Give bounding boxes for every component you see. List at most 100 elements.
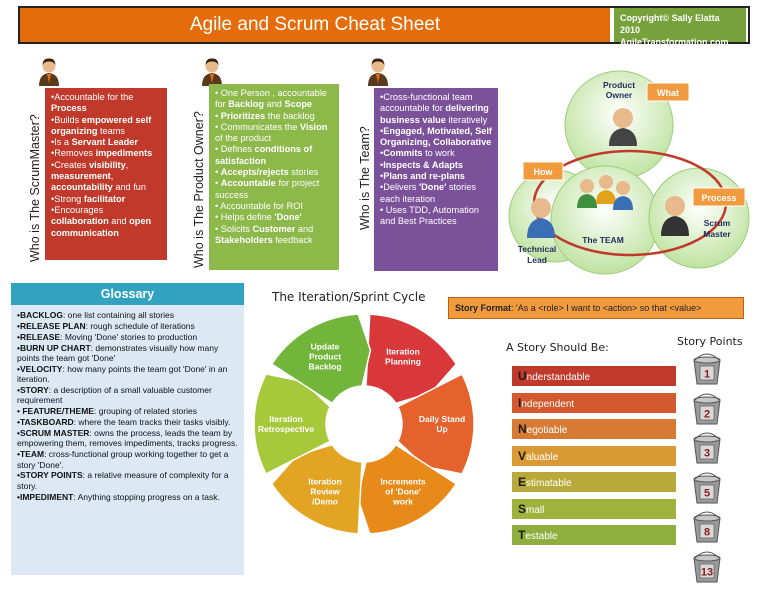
glossary-list: •BACKLOG: one list containing all storie… <box>11 305 244 575</box>
glossary-title: Glossary <box>11 283 244 305</box>
glossary-definition: : owns the process, leads the team by em… <box>17 428 238 449</box>
product-owner-item: • Prioritizes the backlog <box>215 110 315 121</box>
product-owner-person-icon <box>202 58 222 86</box>
venn-team-label: The TEAM <box>582 235 624 245</box>
invest-word: estable <box>525 531 558 542</box>
story-point-value: 1 <box>704 369 710 381</box>
team-item: •Delivers 'Done' stories each iteration <box>380 182 476 204</box>
story-point-value: 13 <box>701 566 713 578</box>
cycle-segment <box>253 373 332 475</box>
team-responsibilities: •Cross-functional team accountable for d… <box>374 88 498 271</box>
product-owner-item: • Accountable for project success <box>215 178 320 200</box>
glossary-entry: •IMPEDIMENT: Anything stopping progress … <box>17 492 238 502</box>
copyright-badge: Copyright© Sally Elatta 2010 AgileTransf… <box>614 8 746 47</box>
glossary-entry: •BACKLOG: one list containing all storie… <box>17 310 238 320</box>
how-tag-label: How <box>534 167 554 177</box>
glossary-definition: : one list containing all stories <box>62 310 174 320</box>
glossary-term: •TASKBOARD <box>17 417 74 428</box>
scrummaster-person-icon <box>39 58 59 86</box>
product-owner-item: • Accountable for ROI <box>215 200 303 211</box>
glossary-entry: •SCRUM MASTER: owns the process, leads t… <box>17 428 238 449</box>
scrummaster-item: •Is a Servant Leader <box>51 137 138 148</box>
cycle-segment <box>396 373 475 475</box>
how-tag <box>522 161 564 181</box>
glossary-entry: •VELOCITY: how many points the team got … <box>17 364 238 385</box>
invest-item: Small <box>512 498 676 519</box>
scrummaster-item: •Accountable for the Process <box>51 92 134 114</box>
technical-lead-figure-icon <box>527 198 555 238</box>
product-owner-figure-icon <box>609 108 637 146</box>
glossary-definition: : cross-functional group working togethe… <box>17 449 229 470</box>
cycle-segment <box>356 443 458 535</box>
cycle-title: The Iteration/Sprint Cycle <box>272 290 426 304</box>
team-item: •Cross-functional team accountable for d… <box>380 92 489 125</box>
glossary-term: •VELOCITY <box>17 363 63 374</box>
venn-scrum-master-line1: Scrum <box>704 218 731 228</box>
scrummaster-item: •Creates visibility, measurement, accoun… <box>51 159 146 193</box>
glossary-definition: : a description of a small valuable cust… <box>17 385 212 406</box>
team-item: •Inspects & Adapts <box>380 159 464 170</box>
invest-letter: S <box>518 501 527 516</box>
what-tag <box>646 82 690 102</box>
glossary-term: •TEAM <box>17 449 45 460</box>
invest-word: aluable <box>526 451 559 463</box>
team-figures-icon <box>577 175 633 210</box>
glossary-definition: : Moving 'Done' stories to production <box>60 331 198 342</box>
invest-word: egotiable <box>526 425 568 436</box>
invest-word: ndependent <box>521 398 575 410</box>
glossary-definition: : Anything stopping progress on a task. <box>73 491 220 502</box>
process-tag <box>692 187 746 207</box>
glossary-term: •BURN UP CHART <box>17 342 91 353</box>
glossary-definition: : how many points the team got 'Done' in… <box>17 363 228 385</box>
page-title: Agile and Scrum Cheat Sheet <box>20 8 610 42</box>
what-tag-label: What <box>657 88 679 98</box>
story-point-value: 2 <box>704 408 710 420</box>
glossary-entry: •TASKBOARD: where the team tracks their … <box>17 417 238 427</box>
team-person-icon <box>368 58 388 86</box>
venn-scrum-master-line2: Master <box>703 229 731 239</box>
glossary-definition: : rough schedule of iterations <box>85 320 195 331</box>
glossary-definition: : grouping of related stories <box>93 406 197 417</box>
venn-technical-lead-line2: Lead <box>527 255 547 265</box>
story-point-value: 8 <box>704 527 710 539</box>
product-owner-responsibilities: • One Person , accountable for Backlog a… <box>209 84 339 270</box>
team-item: • Uses TDD, Automation and Best Practice… <box>380 204 480 227</box>
glossary-definition: : where the team tracks their tasks visi… <box>73 417 231 428</box>
cycle-segment <box>270 443 363 535</box>
glossary-term: •STORY POINTS <box>17 470 83 481</box>
invest-item: Testable <box>512 525 676 545</box>
invest-letter: N <box>518 422 527 436</box>
product-owner-item: • One Person , accountable for Backlog a… <box>215 88 328 110</box>
venn-product-owner-line1: Product <box>603 80 635 90</box>
scrummaster-item: •Encourages collaboration and open commu… <box>51 204 152 238</box>
invest-letter: E <box>518 475 527 489</box>
invest-letter: I <box>518 395 522 410</box>
team-heading: Who is The Team? <box>358 126 372 230</box>
glossary-entry: •RELEASE PLAN: rough schedule of iterati… <box>17 321 238 331</box>
invest-letter: T <box>518 528 526 542</box>
invest-word: stimatable <box>526 478 572 489</box>
invest-item: Negotiable <box>512 419 676 439</box>
story-point-bucket-icon: 2 <box>693 393 721 424</box>
venn-technical-lead-line1: Technical <box>518 244 557 254</box>
invest-word: mall <box>526 504 545 516</box>
product-owner-item: • Helps define 'Done' <box>215 212 302 223</box>
process-tag-label: Process <box>701 193 736 203</box>
venn-product-owner-line2: Owner <box>606 90 633 100</box>
glossary-term: •RELEASE <box>17 331 61 342</box>
cycle-segment <box>270 313 372 405</box>
product-owner-item: • Solicits Customer and Stakeholders fee… <box>215 223 314 245</box>
glossary-term: • FEATURE/THEME <box>17 406 94 417</box>
product-owner-item: • Defines conditions of satisfaction <box>215 144 313 166</box>
story-point-bucket-icon: 8 <box>693 511 721 543</box>
invest-letter: V <box>518 448 527 463</box>
story-format-label: Story Format <box>455 303 512 313</box>
scrummaster-item: •Builds empowered self organizing teams <box>51 114 152 136</box>
glossary-entry: •STORY: a description of a small valuabl… <box>17 385 238 406</box>
story-point-bucket-icon: 5 <box>693 472 721 503</box>
